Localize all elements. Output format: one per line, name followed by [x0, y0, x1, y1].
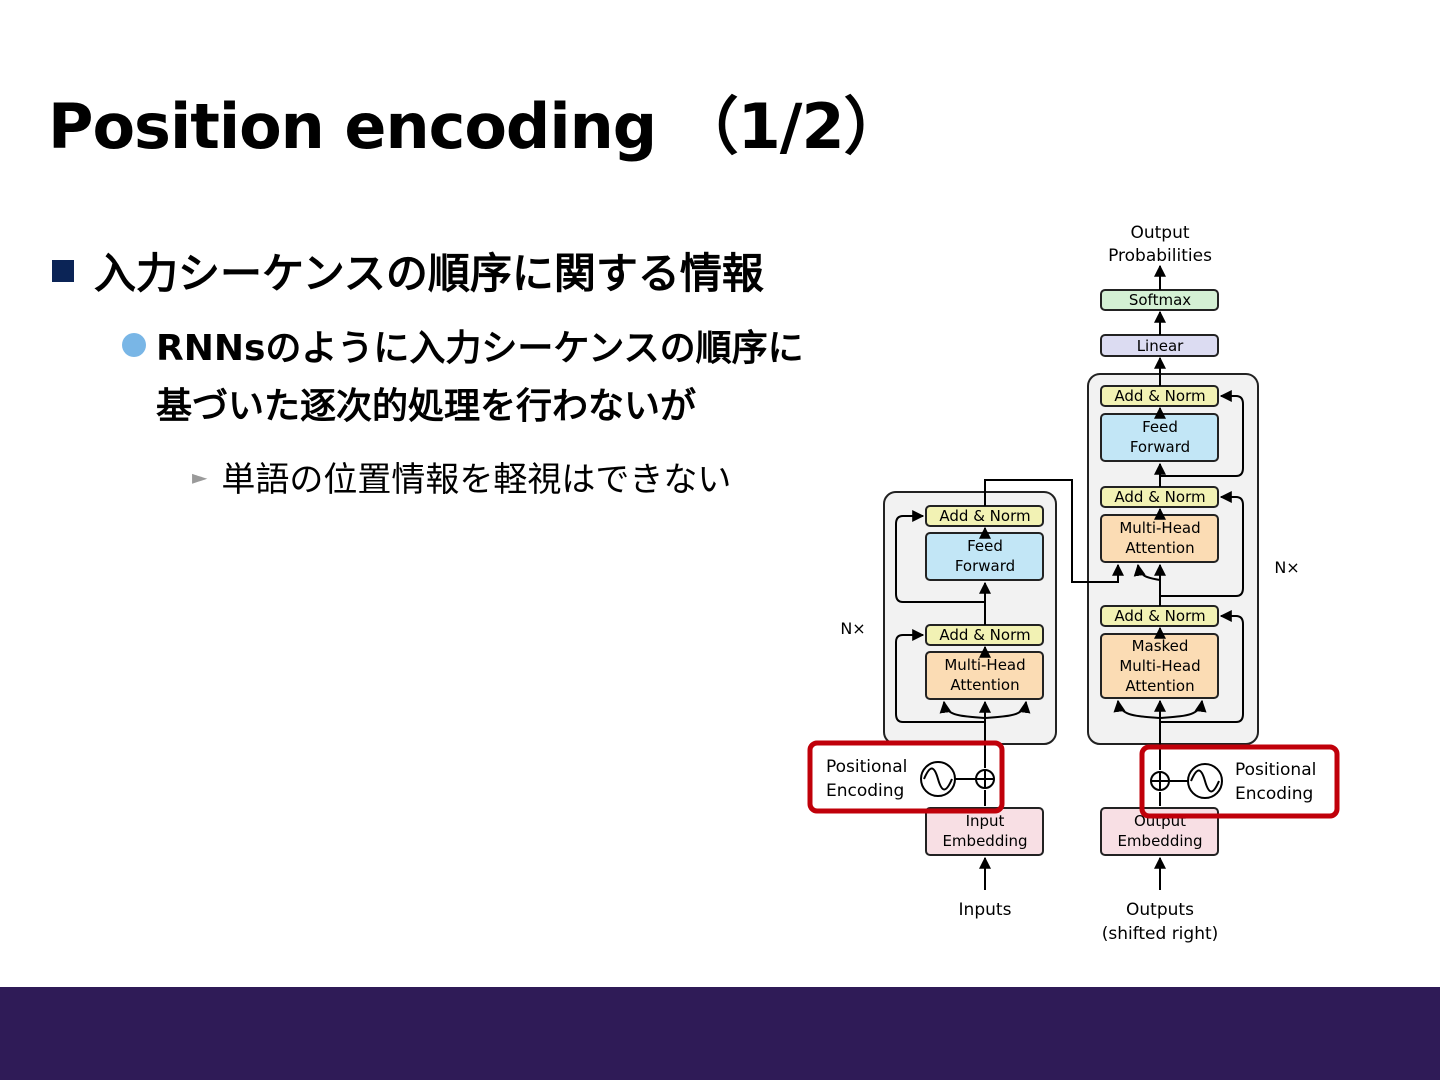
dec-positional-line1: Positional: [1235, 760, 1316, 780]
decoder-positional-encoding-highlight: [1139, 744, 1340, 819]
bullet-level3: ► 単語の位置情報を軽視はできない: [192, 452, 731, 501]
linear-label: Linear: [1137, 337, 1184, 355]
encoder-ff-line1: Feed: [967, 537, 1003, 555]
output-probabilities-line2: Probabilities: [1108, 246, 1212, 266]
dec-sine-wave-icon: [1187, 763, 1223, 799]
transformer-diagram: Output Probabilities Softmax Linear Add …: [807, 223, 1340, 944]
masked-line1: Masked: [1132, 637, 1189, 655]
encoder-mha-line1: Multi-Head: [944, 656, 1025, 674]
triangle-bullet-icon: ►: [192, 464, 208, 489]
inputs-label: Inputs: [959, 900, 1012, 920]
outputs-label-line2: (shifted right): [1102, 924, 1219, 944]
dec-add-icon: [1150, 771, 1170, 791]
bullet-level1: 入力シーケンスの順序に関する情報: [52, 240, 764, 301]
encoder-positional-encoding-highlight: [807, 740, 1005, 814]
masked-line2: Multi-Head: [1119, 657, 1200, 675]
decoder-add-norm-2-label: Add & Norm: [1114, 488, 1205, 506]
encoder-mha-line2: Attention: [950, 676, 1019, 694]
slide-title: Position encoding （1/2）: [48, 90, 906, 163]
decoder-add-norm-3-label: Add & Norm: [1114, 387, 1205, 405]
encoder-add-norm-2-label: Add & Norm: [939, 507, 1030, 525]
decoder-mha-line2: Attention: [1125, 539, 1194, 557]
encoder-stack: [883, 491, 1057, 745]
input-embedding-line1: Input: [966, 812, 1005, 830]
bullet-level2-line2: 基づいた逐次的処理を行わないが: [156, 386, 697, 427]
bullet-level2-line1: RNNsのように入力シーケンスの順序に: [156, 328, 804, 369]
bullet-level2: RNNsのように入力シーケンスの順序に 基づいた逐次的処理を行わないが: [122, 320, 882, 436]
output-embedding-box: [1100, 807, 1219, 856]
softmax-label: Softmax: [1129, 291, 1191, 309]
square-bullet-icon: [52, 259, 74, 282]
enc-positional-line2: Encoding: [826, 781, 904, 801]
enc-positional-line1: Positional: [826, 757, 907, 777]
input-embedding-box: [925, 807, 1044, 856]
masked-line3: Attention: [1125, 677, 1194, 695]
enc-add-icon: [975, 769, 995, 789]
decoder-mha-line1: Multi-Head: [1119, 519, 1200, 537]
decoder-add-norm-1-label: Add & Norm: [1114, 607, 1205, 625]
decoder-ff-line1: Feed: [1142, 418, 1178, 436]
circle-bullet-icon: [122, 333, 146, 357]
outputs-label-line1: Outputs: [1126, 900, 1194, 920]
encoder-nx-label: N×: [840, 619, 865, 638]
output-probabilities-line1: Output: [1130, 223, 1189, 243]
decoder-ff-line2: Forward: [1130, 438, 1190, 456]
input-embedding-line2: Embedding: [942, 832, 1027, 850]
bullet-level1-text: 入力シーケンスの順序に関する情報: [94, 249, 764, 298]
output-embedding-line2: Embedding: [1117, 832, 1202, 850]
encoder-add-norm-1-label: Add & Norm: [939, 626, 1030, 644]
enc-sine-wave-icon: [920, 761, 956, 797]
footer-bar: [0, 987, 1440, 1080]
diagram-connectors: [895, 264, 1244, 890]
bullet-level3-text: 単語の位置情報を軽視はできない: [221, 460, 732, 500]
encoder-ff-line2: Forward: [955, 557, 1015, 575]
decoder-nx-label: N×: [1274, 558, 1299, 577]
dec-positional-line2: Encoding: [1235, 784, 1313, 804]
